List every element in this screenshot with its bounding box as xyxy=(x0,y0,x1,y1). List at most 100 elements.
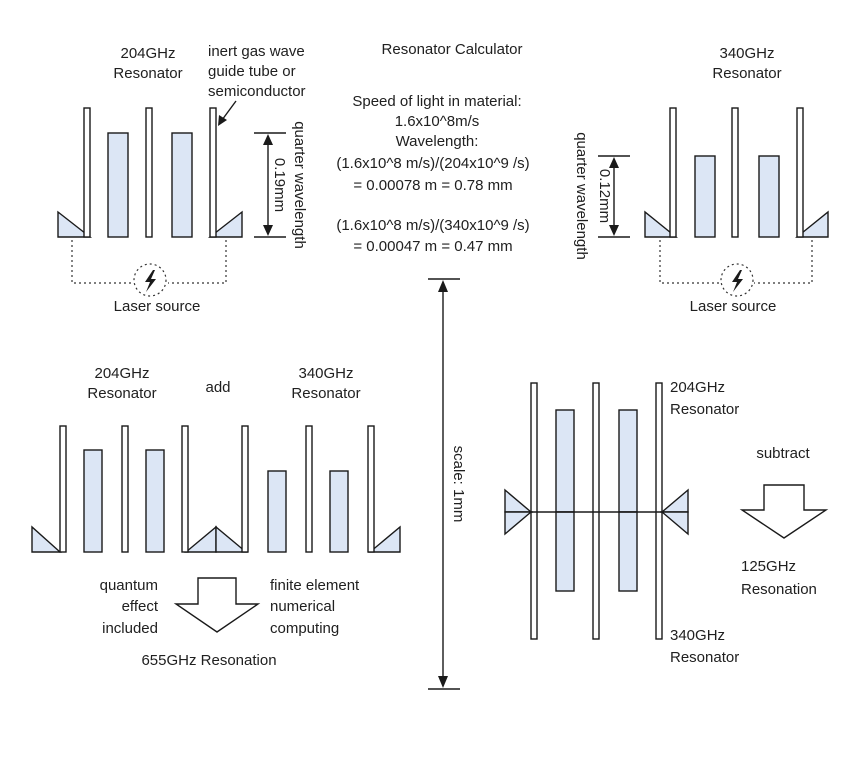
bottom-left-down-arrow-icon xyxy=(173,577,261,633)
top-right-resonator-block-2 xyxy=(758,155,780,238)
bottom-right-down-arrow-icon xyxy=(739,484,829,539)
bottom-right-subtract-group: 204GHz Resonator subtract 125GHz Resonat… xyxy=(504,379,829,666)
top-left-dim-value: 0.19mm xyxy=(271,158,288,212)
bottom-right-block-upper-2 xyxy=(618,409,638,513)
bottom-right-label-top-line1: 204GHz xyxy=(670,379,725,396)
calc-line-3: Wavelength: xyxy=(396,133,479,150)
calc-line-6: (1.6x10^8 m/s)/(340x10^9 /s) xyxy=(336,217,529,234)
bottom-right-tube-3 xyxy=(655,382,663,640)
top-left-right-prism xyxy=(207,210,243,238)
bottom-right-tube-1 xyxy=(530,382,538,640)
bottom-left-prism-right xyxy=(368,525,401,553)
bottom-right-result-line1: 125GHz xyxy=(741,558,796,575)
top-right-dim-arrow-up xyxy=(609,157,619,168)
top-left-note-line1: inert gas wave xyxy=(208,43,305,60)
top-left-resonator-group: 204GHz Resonator inert gas wave guide tu… xyxy=(57,43,308,315)
top-left-note-line3: semiconductor xyxy=(208,83,306,100)
bottom-left-left-note-line3: included xyxy=(102,620,158,637)
top-left-resonator-block-2 xyxy=(171,132,193,238)
top-right-resonator-group: 340GHz Resonator 0.12mm quarter waveleng… xyxy=(573,45,829,315)
bottom-left-prism-mid-left xyxy=(184,525,217,553)
top-right-tube-3 xyxy=(796,107,804,238)
bottom-left-prism-left xyxy=(31,525,62,553)
diagram-title: Resonator Calculator xyxy=(382,41,523,58)
bottom-right-label-bottom-line1: 340GHz xyxy=(670,627,725,644)
bottom-left-left-note-line2: effect xyxy=(122,598,159,615)
calc-line-2: 1.6x10^8m/s xyxy=(395,113,480,130)
bottom-left-tube-4 xyxy=(241,425,249,553)
top-left-note-line2: guide tube or xyxy=(208,63,296,80)
top-right-laser-circle xyxy=(720,263,754,297)
bottom-left-add-group: 204GHz Resonator add 340GHz Resonator qu… xyxy=(31,365,401,669)
bottom-right-prism-right-upper xyxy=(660,488,689,513)
top-right-left-prism xyxy=(644,210,678,238)
bottom-left-right-note-line1: finite element xyxy=(270,577,360,594)
bottom-left-right-note-line2: numerical xyxy=(270,598,335,615)
top-left-note-pointer xyxy=(221,100,237,121)
top-right-dim-name: quarter wavelength xyxy=(573,132,590,260)
top-left-dim-arrow-down xyxy=(263,225,273,236)
top-left-dim-name: quarter wavelength xyxy=(291,121,308,249)
bottom-left-block-4 xyxy=(329,470,349,553)
bottom-left-label-a-line1: 204GHz xyxy=(94,365,149,382)
bottom-left-label-b-line2: Resonator xyxy=(291,385,360,402)
top-right-label-line2: Resonator xyxy=(712,65,781,82)
bottom-left-prism-mid-right xyxy=(215,525,248,553)
top-left-tube-2 xyxy=(145,107,153,238)
calc-line-7: = 0.00047 m = 0.47 mm xyxy=(353,238,512,255)
bottom-right-block-lower-1 xyxy=(555,511,575,592)
laser-bolt-icon xyxy=(145,270,156,292)
top-right-label-line1: 340GHz xyxy=(719,45,774,62)
bottom-left-right-note-line3: computing xyxy=(270,620,339,637)
scale-arrow-down xyxy=(438,676,448,688)
top-left-tube-1 xyxy=(83,107,91,238)
top-right-tube-1 xyxy=(669,107,677,238)
bottom-left-tube-1 xyxy=(59,425,67,553)
top-left-laser-link-left xyxy=(71,240,132,284)
bottom-left-tube-3 xyxy=(181,425,189,553)
top-right-laser-link-left xyxy=(659,240,720,284)
laser-bolt-icon xyxy=(732,270,743,292)
top-right-tube-2 xyxy=(731,107,739,238)
bottom-right-prism-left-upper xyxy=(504,488,533,513)
bottom-left-block-1 xyxy=(83,449,103,553)
top-left-laser-circle xyxy=(133,263,167,297)
bottom-right-result-line2: Resonation xyxy=(741,581,817,598)
bottom-left-label-a-line2: Resonator xyxy=(87,385,156,402)
bottom-right-label-top-line2: Resonator xyxy=(670,401,739,418)
top-left-left-prism xyxy=(57,210,93,238)
top-left-laser-label: Laser source xyxy=(114,298,201,315)
calc-line-5: = 0.00078 m = 0.78 mm xyxy=(353,177,512,194)
top-right-dim-arrow-down xyxy=(609,225,619,236)
top-left-dim-arrow-up xyxy=(263,134,273,145)
calc-line-4: (1.6x10^8 m/s)/(204x10^9 /s) xyxy=(336,155,529,172)
top-left-note-pointer-head xyxy=(218,115,227,126)
bottom-left-block-2 xyxy=(145,449,165,553)
bottom-right-operation: subtract xyxy=(756,445,810,462)
bottom-right-tube-2 xyxy=(592,382,600,640)
top-right-laser-link-right xyxy=(754,240,813,284)
bottom-right-prism-right-lower xyxy=(660,511,689,536)
bottom-left-result: 655GHz Resonation xyxy=(141,652,276,669)
bottom-left-tube-2 xyxy=(121,425,129,553)
top-right-right-prism xyxy=(795,210,829,238)
scale-label: scale: 1mm xyxy=(450,446,467,523)
bottom-left-left-note-line1: quantum xyxy=(100,577,158,594)
top-left-tube-3 xyxy=(209,107,217,238)
bottom-right-label-bottom-line2: Resonator xyxy=(670,649,739,666)
top-left-resonator-block-1 xyxy=(107,132,129,238)
bottom-left-block-3 xyxy=(267,470,287,553)
bottom-left-tube-5 xyxy=(305,425,313,553)
scale-arrow-up xyxy=(438,280,448,292)
bottom-left-tube-6 xyxy=(367,425,375,553)
top-left-laser-link-right xyxy=(168,240,227,284)
top-left-label-line1: 204GHz xyxy=(120,45,175,62)
top-right-resonator-block-1 xyxy=(694,155,716,238)
bottom-right-prism-left-lower xyxy=(504,511,533,536)
bottom-right-block-upper-1 xyxy=(555,409,575,513)
bottom-right-block-lower-2 xyxy=(618,511,638,592)
calculation-block: Speed of light in material: 1.6x10^8m/s … xyxy=(336,93,529,255)
top-right-dim-value: 0.12mm xyxy=(596,169,613,223)
